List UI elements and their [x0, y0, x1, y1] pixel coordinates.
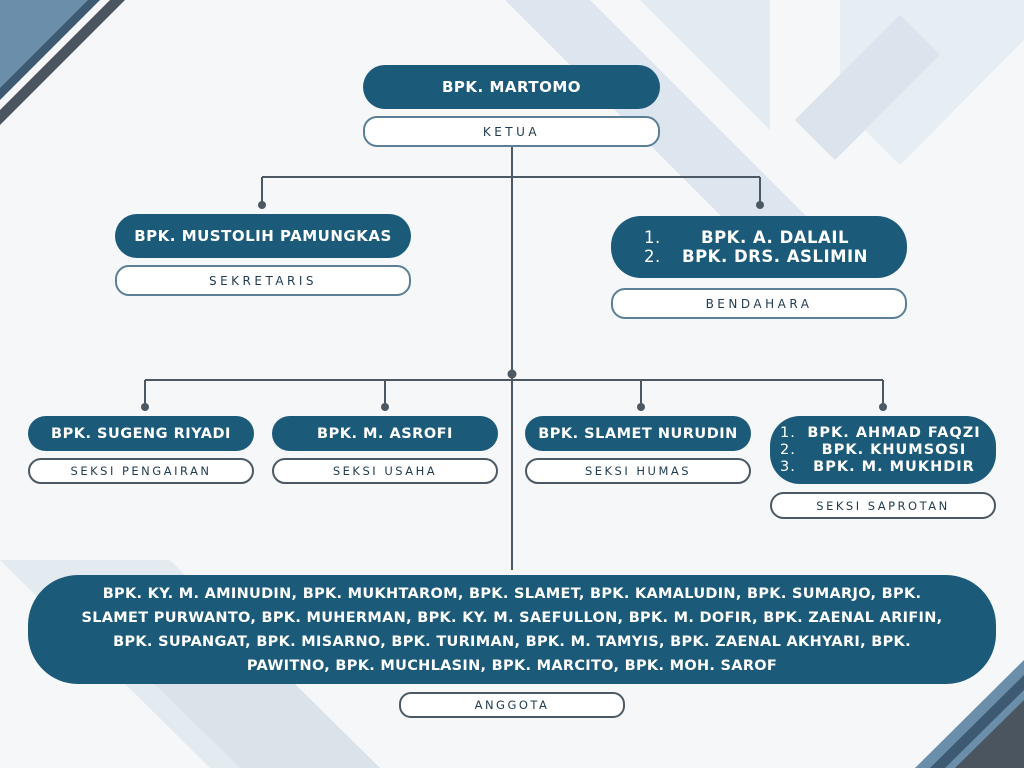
anggota-names-text: BPK. KY. M. AMINUDIN, BPK. MUKHTAROM, BP… [81, 585, 943, 674]
list-number: 1. [644, 228, 661, 247]
saprotan-name-2: BPK. KHUMSOSI [821, 441, 967, 458]
seksi-humas-role-label: SEKSI HUMAS [525, 458, 751, 484]
ketua-role-label: KETUA [363, 116, 660, 147]
bendahara-name-item: 1. BPK. A. DALAIL [644, 228, 874, 247]
anggota-role-text: ANGGOTA [474, 698, 550, 712]
seksi-usaha-role-label: SEKSI USAHA [272, 458, 498, 484]
seksi-humas-name-box: BPK. SLAMET NURUDIN [525, 416, 751, 451]
saprotan-name-item: 2. BPK. KHUMSOSI [780, 442, 986, 459]
sekretaris-name: BPK. MUSTOLIH PAMUNGKAS [134, 227, 392, 245]
seksi-usaha-role-text: SEKSI USAHA [332, 464, 438, 478]
bendahara-name-2: BPK. DRS. ASLIMIN [682, 247, 868, 266]
ketua-role-text: KETUA [482, 124, 541, 139]
seksi-pengairan-name: BPK. SUGENG RIYADI [51, 425, 231, 442]
list-number: 3. [780, 458, 796, 475]
saprotan-name-3: BPK. M. MUKHDIR [813, 458, 975, 475]
saprotan-name-item: 1. BPK. AHMAD FAQZI [780, 425, 986, 442]
seksi-saprotan-name-box: 1. BPK. AHMAD FAQZI 2. BPK. KHUMSOSI 3. … [770, 416, 996, 484]
seksi-pengairan-name-box: BPK. SUGENG RIYADI [28, 416, 254, 451]
seksi-usaha-name-box: BPK. M. ASROFI [272, 416, 498, 451]
bendahara-name-box: 1. BPK. A. DALAIL 2. BPK. DRS. ASLIMIN [611, 216, 907, 278]
anggota-names-box: BPK. KY. M. AMINUDIN, BPK. MUKHTAROM, BP… [28, 575, 996, 684]
seksi-saprotan-role-label: SEKSI SAPROTAN [770, 492, 996, 519]
bendahara-role-label: BENDAHARA [611, 288, 907, 319]
ketua-name-box: BPK. MARTOMO [363, 65, 660, 109]
bendahara-role-text: BENDAHARA [705, 296, 813, 311]
sekretaris-name-box: BPK. MUSTOLIH PAMUNGKAS [115, 214, 411, 258]
anggota-role-label: ANGGOTA [399, 692, 625, 718]
bendahara-name-item: 2. BPK. DRS. ASLIMIN [644, 247, 874, 266]
seksi-humas-name: BPK. SLAMET NURUDIN [538, 425, 738, 442]
list-number: 2. [780, 441, 796, 458]
seksi-humas-role-text: SEKSI HUMAS [584, 464, 692, 478]
ketua-name: BPK. MARTOMO [441, 78, 582, 96]
seksi-saprotan-role-text: SEKSI SAPROTAN [816, 498, 950, 513]
list-number: 1. [780, 424, 796, 441]
sekretaris-role-text: SEKRETARIS [208, 273, 318, 288]
saprotan-name-item: 3. BPK. M. MUKHDIR [780, 459, 986, 476]
seksi-pengairan-role-label: SEKSI PENGAIRAN [28, 458, 254, 484]
saprotan-name-1: BPK. AHMAD FAQZI [807, 424, 981, 441]
list-number: 2. [644, 247, 661, 266]
seksi-pengairan-role-text: SEKSI PENGAIRAN [70, 464, 212, 478]
seksi-usaha-name: BPK. M. ASROFI [317, 425, 453, 442]
sekretaris-role-label: SEKRETARIS [115, 265, 411, 296]
bendahara-name-1: BPK. A. DALAIL [701, 228, 849, 247]
